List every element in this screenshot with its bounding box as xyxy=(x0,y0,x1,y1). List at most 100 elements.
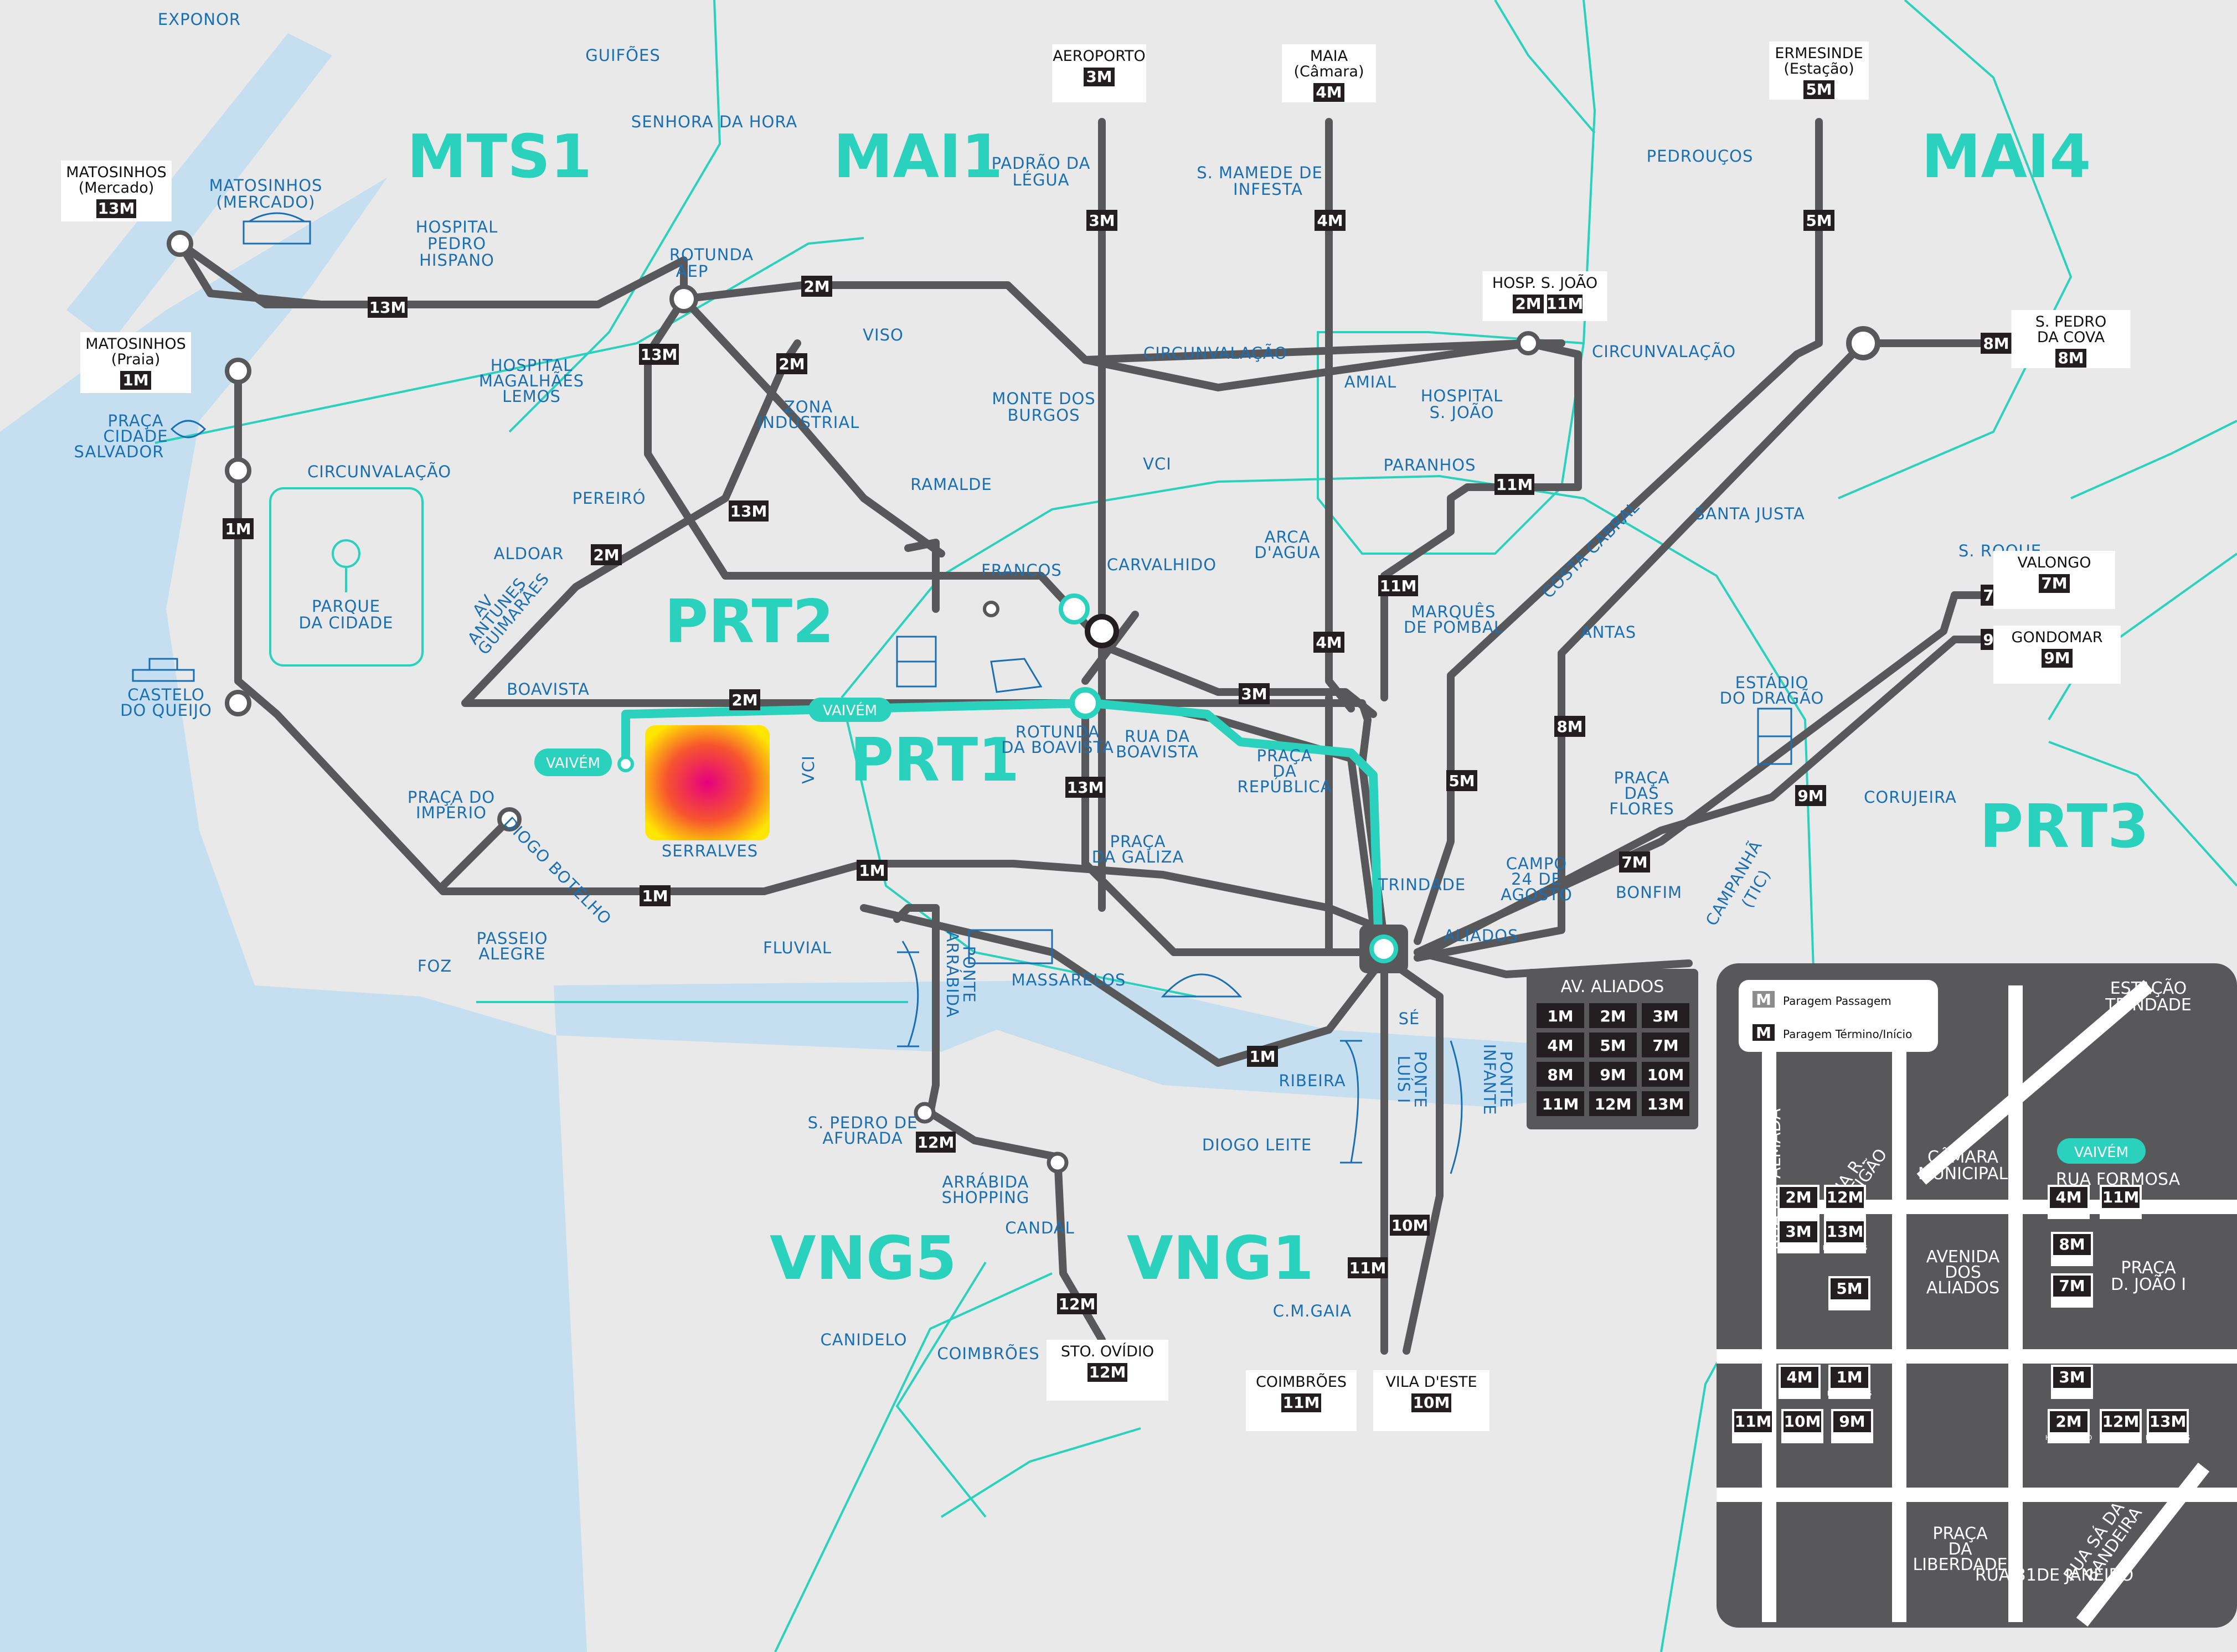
inset-stop-line: 10M xyxy=(1784,1412,1821,1431)
route-badge xyxy=(1378,575,1418,596)
aliados-line-badge xyxy=(1642,1003,1689,1028)
place-label: FRANCOS xyxy=(981,561,1062,580)
place-label: PRAÇA xyxy=(108,411,164,430)
destination-sub: (Estação) xyxy=(1784,60,1854,78)
route-badge-label: 4M xyxy=(1317,211,1343,230)
place-label: INFESTA xyxy=(1233,180,1303,199)
route-badge-label: 11M xyxy=(1349,1259,1386,1277)
destination-name: GONDOMAR xyxy=(2012,629,2103,646)
inset-vaivem-tag: VAIVÉM xyxy=(2074,1143,2128,1161)
place-label: HISPANO xyxy=(419,251,494,270)
zone-label: PRT3 xyxy=(1980,792,2149,861)
place-label: PEDRO xyxy=(427,234,486,253)
aliados-line-label: 4M xyxy=(1547,1036,1573,1055)
aliados-line-label: 11M xyxy=(1542,1095,1579,1113)
destination-name: VILA D'ESTE xyxy=(1385,1374,1477,1391)
inset-stop-dest: AEROPORTO xyxy=(2052,1390,2093,1397)
destination-name: S. PEDRO xyxy=(2035,313,2106,331)
zone-label: MAI4 xyxy=(1921,122,2091,192)
route-badge-label: 11M xyxy=(1496,476,1533,494)
landmark-icons xyxy=(132,212,1792,1174)
inset-stop-dest: ALIADOS xyxy=(1784,1244,1813,1252)
destination-box xyxy=(1482,271,1607,321)
route-badge xyxy=(916,1132,956,1153)
destination-line: 2M xyxy=(1515,295,1541,313)
route-badge-label: 13M xyxy=(369,298,406,317)
place-label: VCI xyxy=(799,755,818,784)
aliados-line-badge xyxy=(1589,1091,1637,1116)
route-badge xyxy=(223,518,254,539)
route-badge xyxy=(1057,1293,1097,1314)
destination-line: 11M xyxy=(1547,295,1584,313)
route-badge-label: 13M xyxy=(641,345,678,364)
legend-text: Paragem Término/Início xyxy=(1783,1028,1912,1041)
place-label: PARQUE xyxy=(312,597,380,616)
route-badge-label: 3M xyxy=(1089,211,1115,230)
route-badge xyxy=(1446,770,1477,791)
inset-street-label: PRAÇA xyxy=(2121,1258,2176,1278)
place-label: FLORES xyxy=(1609,799,1674,818)
stations xyxy=(167,230,1880,1174)
place-label: DA BOAVISTA xyxy=(1001,738,1114,757)
place-label: FOZ xyxy=(417,957,452,975)
zone-label: VNG5 xyxy=(770,1224,957,1293)
inset-stop-line: 4M xyxy=(2055,1188,2081,1206)
destination-name: AEROPORTO xyxy=(1053,48,1146,65)
inset-street-label: PRAÇA xyxy=(1932,1524,1988,1543)
route-badge xyxy=(1065,777,1105,798)
place-label: DE POMBAL xyxy=(1404,618,1503,637)
route-badge xyxy=(1981,333,2012,354)
place-label: CANIDELO xyxy=(821,1330,908,1349)
route-badge xyxy=(801,276,832,297)
inset-stop-line: 8M xyxy=(2059,1235,2085,1253)
inset-street-label: RUA 31DE JANEIRO xyxy=(1975,1566,2133,1585)
inset-street-label: DOS xyxy=(1945,1263,1981,1282)
inset-street-label: CÂMARA xyxy=(1927,1147,1999,1167)
place-label: MONTE DOS xyxy=(992,389,1095,408)
inset-stop-dest: MATOSINHOS xyxy=(2146,1434,2190,1442)
route-badge xyxy=(1390,1215,1430,1236)
aliados-line-badge xyxy=(1589,1062,1637,1087)
legend-badge: M xyxy=(1756,1024,1771,1042)
aliados-line-label: 5M xyxy=(1600,1036,1626,1055)
route-badge xyxy=(1239,683,1270,704)
inset-stop-line: 11M xyxy=(2102,1188,2140,1206)
place-label: CIRCUNVALAÇÃO xyxy=(1592,342,1736,361)
museu-icon xyxy=(968,929,1053,964)
route-badge xyxy=(857,860,888,881)
place-label: SANTA JUSTA xyxy=(1694,504,1805,523)
place-label: MASSARELOS xyxy=(1012,970,1126,989)
route-badge xyxy=(1086,210,1117,231)
place-label: LUÍS I xyxy=(1394,1056,1413,1104)
place-label: VCI xyxy=(1143,455,1172,473)
place-label: HOSPITAL xyxy=(1421,386,1503,405)
inset-street-label: D. JOÃO I xyxy=(2111,1274,2186,1294)
inset-street-label: MUNICIPAL xyxy=(1918,1164,2008,1184)
aliados-line-badge xyxy=(1589,1032,1637,1057)
destination-name: MAIA xyxy=(1310,48,1348,65)
route-badge-label: 8M xyxy=(1983,334,2009,353)
place-label: LEMOS xyxy=(502,387,561,406)
place-label: AEP xyxy=(676,262,709,281)
place-label: PEREIRÓ xyxy=(573,489,646,508)
inset-street-label: AVENIDA xyxy=(1926,1247,2000,1267)
place-label: BOAVISTA xyxy=(1116,742,1199,761)
route-badge-label: 12M xyxy=(918,1133,955,1152)
zone-label: PRT2 xyxy=(664,587,834,657)
place-label: IMPÉRIO xyxy=(416,803,487,822)
inset-street-label: ALIADOS xyxy=(1926,1278,1999,1298)
zone-label: MTS1 xyxy=(407,122,592,192)
inset-stop-dest: COIMBRÕES xyxy=(1733,1433,1774,1442)
vaivem-route: VAIVÉM VAIVÉM xyxy=(534,698,1383,947)
inset-stop-dest: ALIADOS xyxy=(1785,1390,1815,1397)
place-label: S. JOÃO xyxy=(1430,403,1494,422)
inset-stop-line: 12M xyxy=(2102,1412,2140,1431)
place-label: SERRALVES xyxy=(662,842,758,860)
route-badge-label: 2M xyxy=(731,691,757,709)
destination-line: 8M xyxy=(2058,349,2084,367)
place-label: DO QUEIJO xyxy=(120,701,212,720)
inset-stop-line: 11M xyxy=(1735,1412,1772,1431)
aliados-line-badge xyxy=(1642,1062,1689,1087)
destination-line: 13M xyxy=(98,199,135,218)
